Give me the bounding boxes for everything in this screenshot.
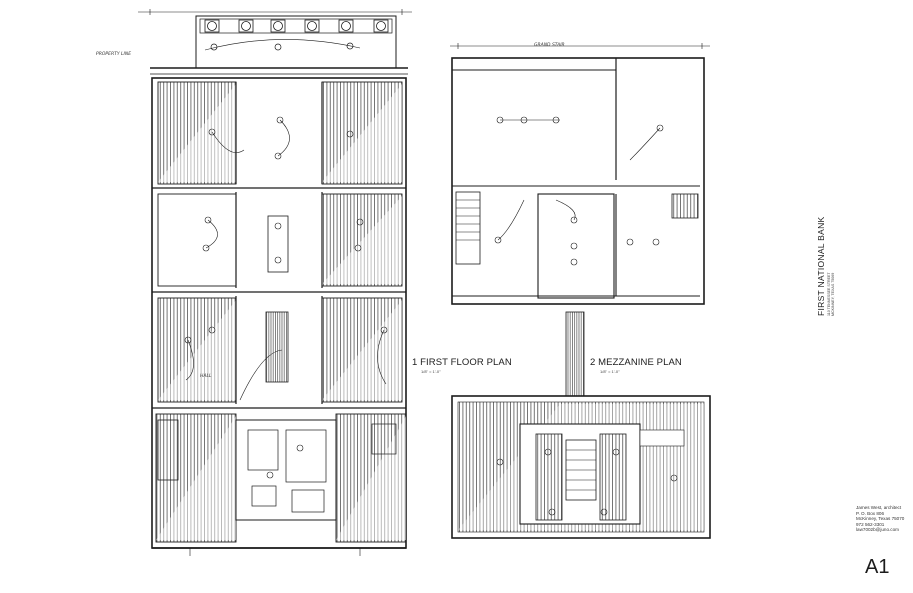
grand-stair-note: GRAND STAIR xyxy=(534,43,565,48)
project-title-block: FIRST NATIONAL BANK 110 TENNESSEE STREET… xyxy=(816,216,835,316)
architect-po-box: P. O. Box 806 xyxy=(856,510,885,516)
architect-city: McKinney, Texas 75070 xyxy=(856,516,905,522)
mezzanine-upper-plan xyxy=(450,43,710,305)
architect-name: James West, architect xyxy=(856,505,902,510)
mezzanine-plan-title: 2 MEZZANINE PLAN xyxy=(590,357,682,368)
mezzanine-plan-scale: 1/8" = 1'-0" xyxy=(600,369,620,374)
hall-note: HALL xyxy=(200,374,212,379)
first-floor-plan-title: 1 FIRST FLOOR PLAN xyxy=(412,357,512,368)
mezzanine-lower-plan xyxy=(451,311,711,539)
property-line-note: PROPERTY LINE xyxy=(96,52,132,57)
project-address-line2: MCKINNEY, TEXAS 75069 xyxy=(831,272,835,316)
sheet-number: A1 xyxy=(865,556,890,578)
architect-block: James West, architect P. O. Box 806 McKi… xyxy=(856,505,904,533)
project-name: FIRST NATIONAL BANK xyxy=(816,216,826,316)
architect-email: law7002b@juno.com xyxy=(856,527,899,533)
first-floor-plan-scale: 1/8" = 1'-0" xyxy=(421,369,441,374)
first-floor-plan xyxy=(138,9,412,556)
architect-phone: 972 562-3301 xyxy=(856,521,885,527)
